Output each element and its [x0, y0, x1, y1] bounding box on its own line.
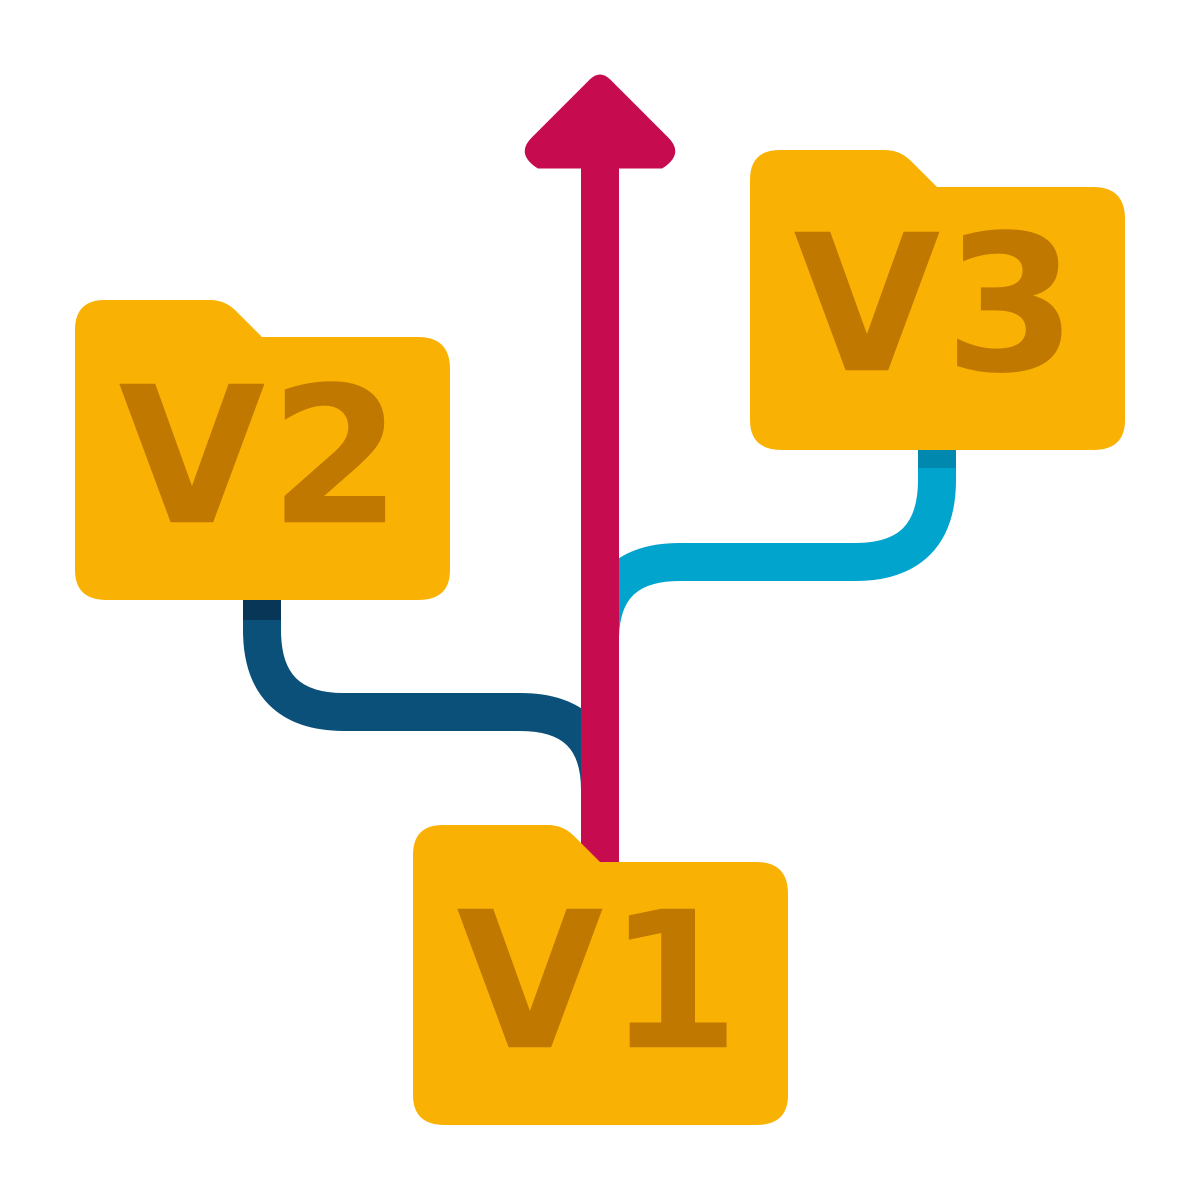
branch-v2-connector: [243, 600, 619, 860]
folder-label-v3: V3: [793, 194, 1080, 415]
folder-icon: [750, 150, 1125, 450]
branch-v3-connector: [581, 450, 956, 660]
folder-label-v1: V1: [456, 871, 743, 1092]
folder-icon: [413, 825, 788, 1125]
arrow-up-icon: [524, 74, 676, 870]
folder-icon: [75, 300, 450, 600]
folder-label-v2: V2: [118, 346, 405, 567]
folder-v1[interactable]: V1: [413, 825, 788, 1125]
folder-v3[interactable]: V3: [750, 150, 1125, 450]
folder-v2[interactable]: V2: [75, 300, 450, 600]
